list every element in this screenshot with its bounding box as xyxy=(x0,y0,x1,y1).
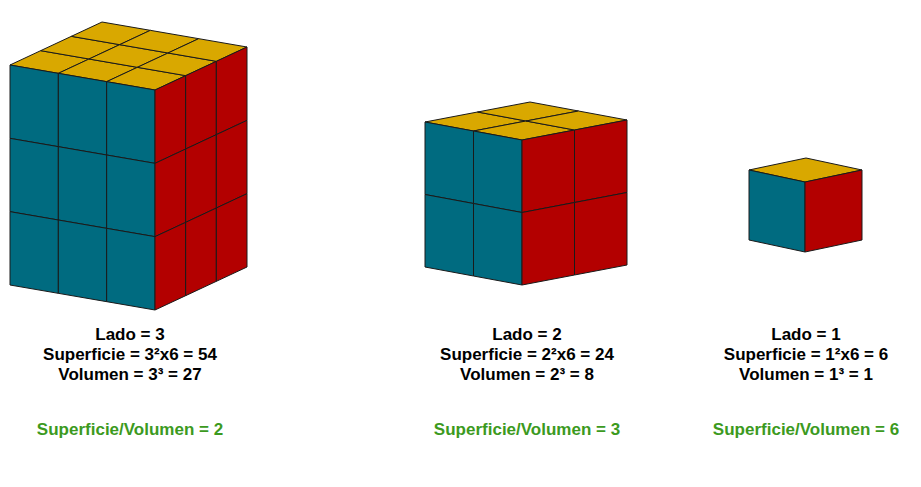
cube-facet xyxy=(155,222,186,310)
cube-facet xyxy=(522,203,575,286)
cube-facet xyxy=(10,212,58,294)
cube-facet xyxy=(186,135,217,223)
cube-facet xyxy=(805,170,862,252)
cube-facet xyxy=(186,61,217,149)
measure-label: Volumen = 2³ = 8 xyxy=(460,365,594,385)
ratio-label: Superficie/Volumen = 2 xyxy=(37,420,223,440)
cube xyxy=(425,102,627,285)
cube-facet xyxy=(155,149,186,237)
cube-facet xyxy=(216,194,247,282)
cube-facet xyxy=(107,228,155,310)
cube-facet xyxy=(107,82,155,164)
cube-facet xyxy=(522,130,575,213)
cube-facet xyxy=(474,204,523,286)
measure-label: Superficie = 1²x6 = 6 xyxy=(724,345,888,365)
cube-facet xyxy=(216,120,247,208)
cube-facet xyxy=(425,195,474,277)
measure-label: Superficie = 2²x6 = 24 xyxy=(440,345,614,365)
cube-facet xyxy=(749,170,805,252)
cube-facet xyxy=(474,131,523,213)
measure-label: Volumen = 1³ = 1 xyxy=(739,365,873,385)
cube-facet xyxy=(575,120,628,203)
cube-facet xyxy=(186,208,217,296)
measure-label: Superficie = 3²x6 = 54 xyxy=(43,345,217,365)
cube-facet xyxy=(425,122,474,204)
cube-facet xyxy=(216,47,247,135)
cube-facet xyxy=(10,65,58,147)
cube-facet xyxy=(10,138,58,220)
measure-label: Volumen = 3³ = 27 xyxy=(58,365,201,385)
cube xyxy=(10,22,247,310)
cube-facet xyxy=(575,193,628,276)
ratio-label: Superficie/Volumen = 3 xyxy=(434,420,620,440)
measure-label: Lado = 2 xyxy=(492,325,561,345)
cube-facet xyxy=(58,73,106,155)
ratio-label: Superficie/Volumen = 6 xyxy=(713,420,899,440)
cube-facet xyxy=(107,155,155,237)
cube-facet xyxy=(58,220,106,302)
cube xyxy=(749,158,862,252)
cube-facet xyxy=(58,147,106,229)
measure-label: Lado = 3 xyxy=(95,325,164,345)
cube-facet xyxy=(155,76,186,164)
measure-label: Lado = 1 xyxy=(771,325,840,345)
